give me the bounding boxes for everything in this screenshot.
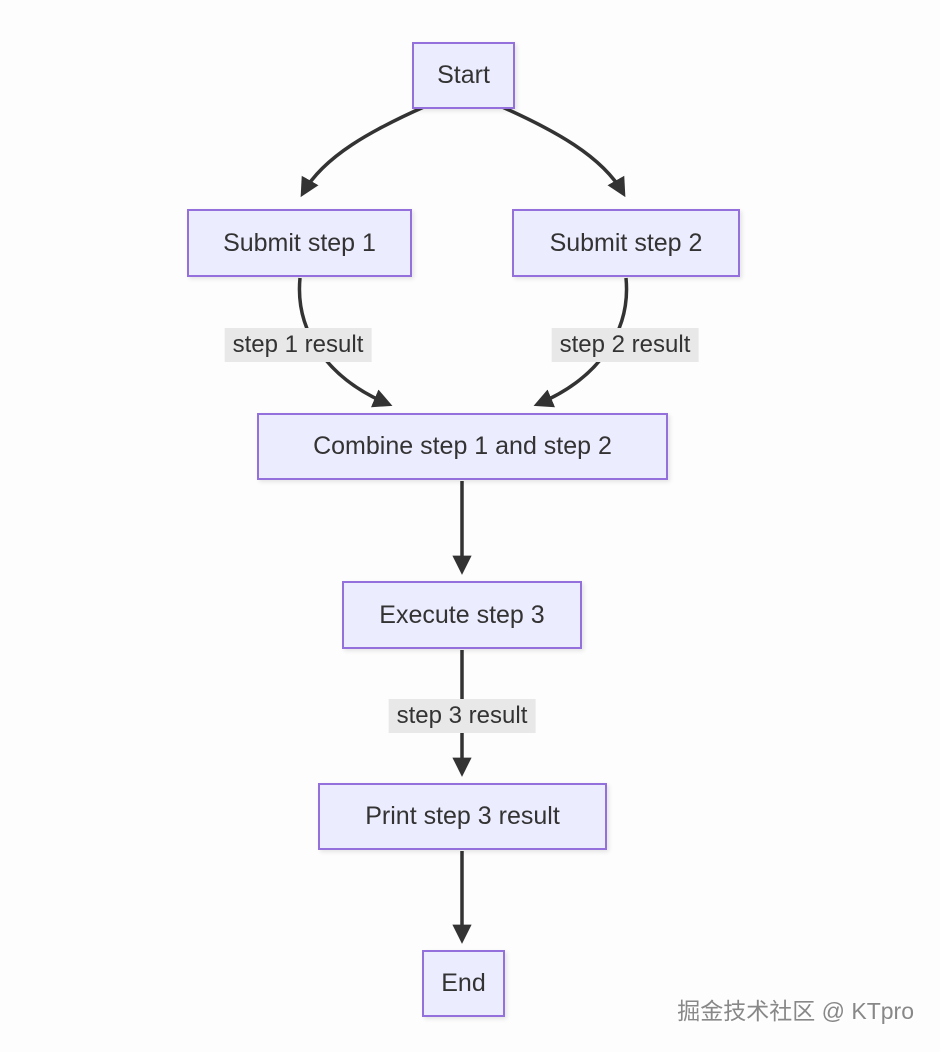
- node-submit-step-2: Submit step 2: [512, 209, 740, 277]
- node-submit-step-1: Submit step 1: [187, 209, 412, 277]
- edge-start-to-submit-step-2: [499, 104, 626, 198]
- edge-label-step-2-result: step 2 result: [551, 328, 699, 362]
- node-execute-step-3: Execute step 3: [342, 581, 582, 649]
- node-print-step-3-result: Print step 3 result: [318, 783, 607, 850]
- edge-label-step-3-result: step 3 result: [388, 699, 536, 733]
- node-execute-step-3-label: Execute step 3: [379, 600, 545, 629]
- node-end-label: End: [441, 969, 486, 997]
- node-submit-step-2-label: Submit step 2: [549, 228, 703, 257]
- edge-start-to-submit-step-1: [300, 104, 427, 198]
- watermark: 掘金技术社区 @ KTpro: [677, 998, 914, 1024]
- node-submit-step-1-label: Submit step 1: [223, 228, 376, 257]
- node-start-label: Start: [437, 61, 490, 89]
- node-print-step-3-result-label: Print step 3 result: [365, 802, 560, 830]
- node-start: Start: [412, 42, 515, 109]
- node-combine-step-1-and-2: Combine step 1 and step 2: [257, 413, 668, 480]
- edge-label-step-1-result: step 1 result: [224, 328, 372, 362]
- node-combine-label: Combine step 1 and step 2: [313, 432, 612, 460]
- node-end: End: [422, 950, 505, 1017]
